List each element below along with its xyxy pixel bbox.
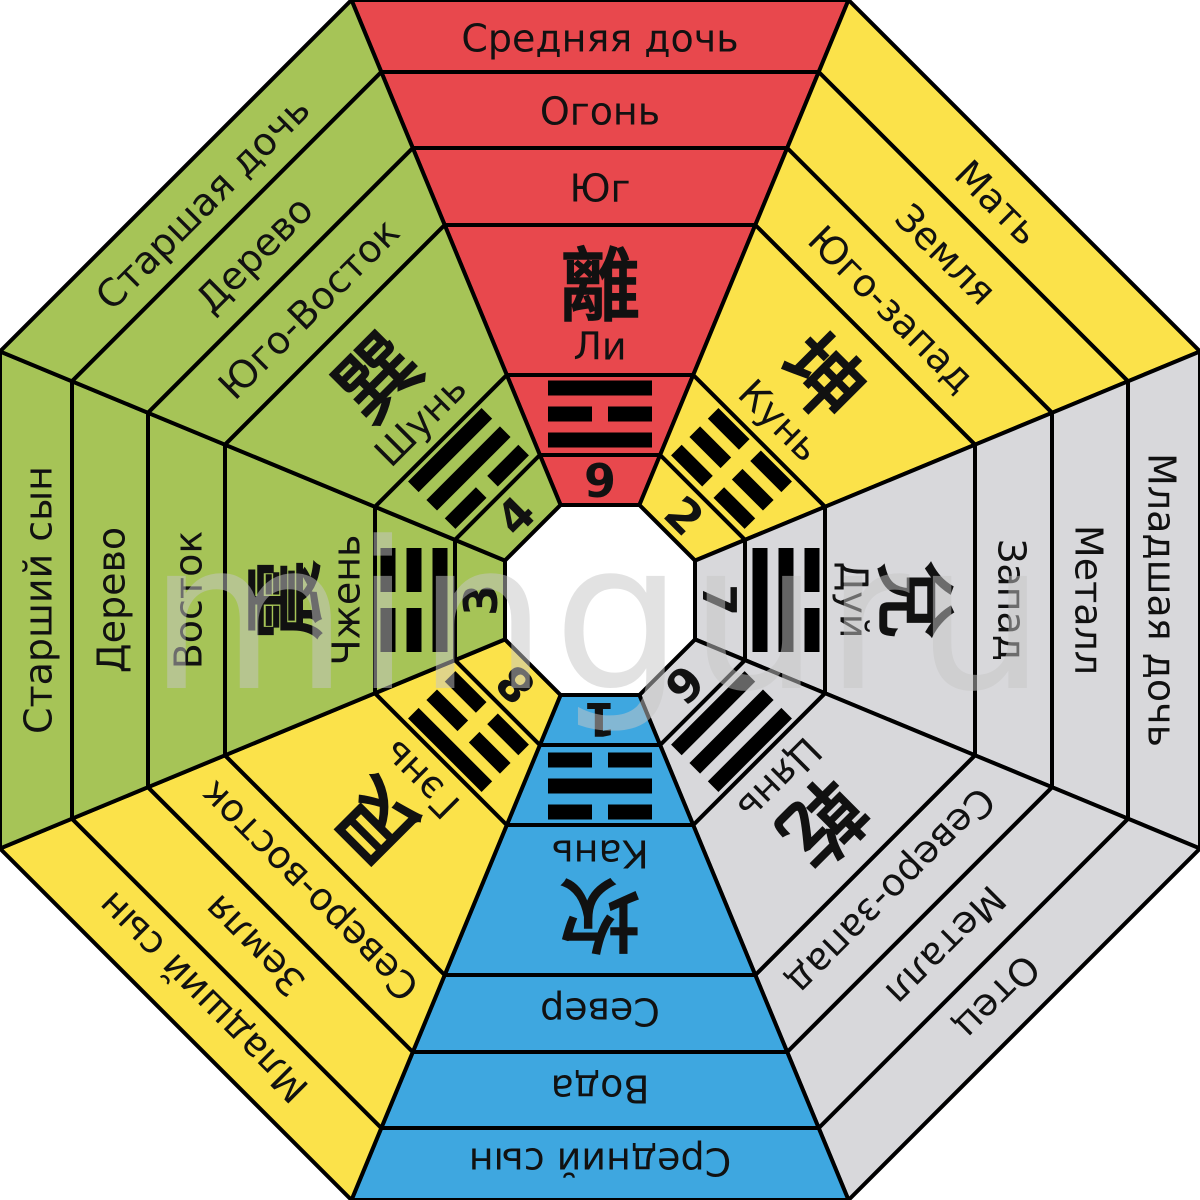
trigram-line-broken	[707, 408, 750, 450]
trigram-line-broken	[689, 426, 732, 469]
trigram-line-broken	[750, 450, 792, 493]
trigram-line-broken	[380, 548, 396, 592]
sector-west-direction-label: Запад	[990, 539, 1034, 661]
trigram-line-broken	[444, 671, 487, 713]
trigram-line-broken	[406, 548, 422, 592]
sector-north-hanzi: 坎	[560, 867, 640, 960]
trigram-line-broken	[487, 444, 529, 487]
trigram-line-broken	[804, 548, 820, 592]
sector-south-number: 9	[584, 454, 616, 508]
trigram-line-broken	[548, 406, 592, 422]
sector-north-family-label: Средний сын	[469, 1140, 731, 1184]
sector-north-trigram-name: Кань	[551, 832, 649, 876]
trigram-line-solid	[689, 689, 774, 774]
sector-east-family-label: Старший сын	[16, 466, 60, 734]
trigram-line-solid	[778, 548, 794, 652]
sector-west-trigram-name: Дуй	[832, 562, 876, 639]
sector-east-trigram-name: Чжень	[324, 535, 368, 666]
sector-east-direction-label: Восток	[166, 531, 210, 670]
trigram-line-broken	[608, 406, 652, 422]
sector-east-element-label: Дерево	[89, 527, 133, 673]
trigram-line-solid	[408, 408, 493, 493]
trigram-line-broken	[468, 731, 511, 774]
trigram-line-broken	[487, 713, 529, 756]
trigram-line-broken	[548, 752, 592, 768]
sector-west-hanzi: 兌	[867, 560, 960, 640]
center-octagon	[503, 503, 697, 697]
sector-north-element-label: Вода	[551, 1067, 650, 1111]
trigram-line-solid	[752, 548, 768, 652]
trigram-line-broken	[444, 487, 487, 529]
trigram-line-solid	[707, 707, 792, 792]
sector-east-number: 3	[454, 584, 508, 616]
center-layer	[503, 503, 697, 697]
trigram-line-solid	[548, 778, 652, 794]
sector-east-hanzi: 震	[240, 560, 333, 640]
sector-south-hanzi: 離	[560, 240, 640, 333]
trigram-line-broken	[804, 608, 820, 652]
trigram-line-solid	[548, 432, 652, 448]
trigram-line-broken	[731, 468, 774, 511]
trigram-line-solid	[408, 707, 493, 792]
trigram-line-broken	[426, 689, 469, 732]
sector-north-number: 1	[584, 692, 616, 746]
trigram-line-broken	[671, 444, 713, 487]
watermark: minguru	[149, 499, 1052, 737]
trigram-line-broken	[406, 608, 422, 652]
trigram-line-solid	[426, 426, 511, 511]
sector-west-family-label: Младшая дочь	[1140, 453, 1184, 747]
sector-north-direction-label: Север	[540, 990, 660, 1034]
trigram-line-broken	[548, 804, 592, 820]
trigram-line-solid	[432, 548, 448, 652]
trigram-line-solid	[671, 671, 756, 756]
sector-west-number: 7	[692, 584, 746, 616]
trigram-line-broken	[380, 608, 396, 652]
trigram-line-broken	[608, 804, 652, 820]
sector-south-family-label: Средняя дочь	[461, 16, 738, 60]
sector-south-trigram-name: Ли	[573, 324, 626, 368]
sector-south-direction-label: Юг	[570, 166, 631, 210]
trigram-line-broken	[608, 752, 652, 768]
sector-west-element-label: Металл	[1067, 525, 1111, 675]
sector-south-element-label: Огонь	[540, 89, 660, 133]
trigram-line-broken	[713, 487, 756, 529]
trigram-line-solid	[548, 380, 652, 396]
